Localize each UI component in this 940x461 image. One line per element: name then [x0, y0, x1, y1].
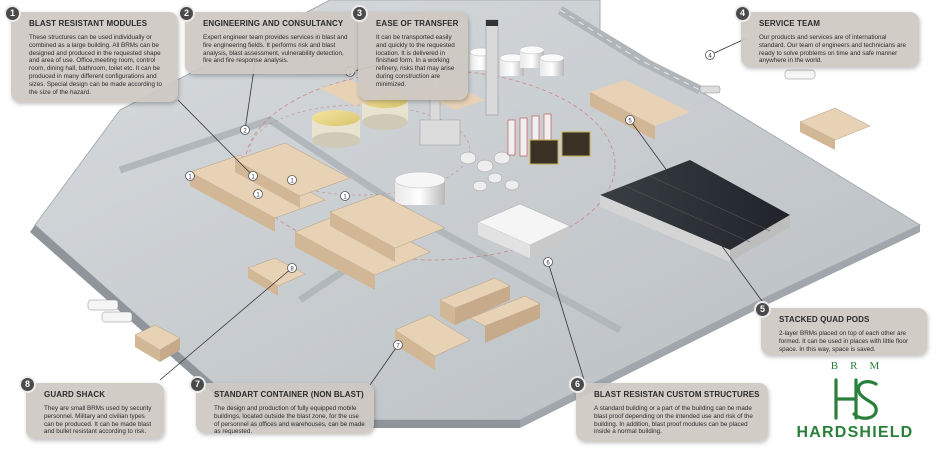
- scene-marker: [248, 171, 258, 181]
- callout-text: It can be transported easily and quickly…: [376, 34, 455, 88]
- callout-number: 3: [351, 5, 368, 22]
- guard-shack: [134, 324, 181, 362]
- callout-title: BLAST RESISTAN CUSTOM STRUCTURES: [594, 390, 760, 399]
- callout-number: 1: [4, 5, 21, 22]
- scene-marker: [393, 340, 403, 350]
- scene-marker-label: 1: [188, 174, 192, 180]
- scene-marker: [287, 175, 297, 185]
- callout-service-team: 4 SERVICE TEAM Our products and services…: [734, 5, 919, 67]
- callout-custom-structures: 6 BLAST RESISTAN CUSTOM STRUCTURES A sta…: [569, 376, 768, 441]
- logo-brm-text: BRM: [830, 360, 892, 372]
- tank-white-3: [519, 45, 545, 68]
- sphere-tanks: [459, 151, 520, 192]
- scene-marker-label: 5: [628, 118, 632, 124]
- scene-marker-label: 8: [290, 266, 294, 272]
- custom-structure: [477, 203, 571, 258]
- callout-title: SERVICE TEAM: [759, 19, 821, 28]
- scene-marker: [625, 115, 635, 125]
- scene-marker-label: 4: [708, 53, 712, 59]
- callout-number: 7: [189, 376, 206, 393]
- hardshield-logo: BRM HARDSHIELD: [780, 360, 930, 460]
- scene-marker-label: 1: [290, 178, 294, 184]
- scene-marker: [253, 189, 263, 199]
- callout-text: A standard building or a part of the bui…: [594, 405, 753, 436]
- module-group-3: [394, 277, 541, 370]
- callout-number: 4: [734, 5, 751, 22]
- scene-marker-label: 1: [343, 194, 347, 200]
- module-group-2: [294, 193, 446, 290]
- guard-shack-2: [247, 257, 306, 296]
- callout-title: GUARD SHACK: [44, 390, 106, 399]
- scene-marker: [287, 263, 297, 273]
- scene-marker-label: 2: [243, 128, 247, 134]
- scene-marker: [705, 50, 715, 60]
- callout-text: Our products and services are of interna…: [759, 34, 907, 65]
- stacked-pods: [799, 107, 871, 150]
- tank-yellow-large: [312, 110, 360, 148]
- callout-title: STANDART CONTAINER (NON BLAST): [214, 390, 364, 399]
- scene-marker: [185, 171, 195, 181]
- callout-number: 6: [569, 376, 586, 393]
- callout-engineering-consultancy: 2 ENGINEERING AND CONSULTANCY Expert eng…: [178, 5, 358, 74]
- warehouse: [600, 160, 790, 262]
- vehicles: [87, 69, 816, 323]
- scene-marker: [543, 257, 553, 267]
- callout-title: EASE OF TRANSFER: [376, 19, 459, 28]
- tank-white-4: [539, 53, 565, 76]
- callout-connectors: [159, 37, 771, 386]
- scene-marker-label: 6: [546, 260, 550, 266]
- callout-number: 5: [754, 301, 771, 318]
- logo-wordmark: HARDSHIELD: [796, 424, 914, 441]
- callout-blast-resistant-modules: 1 BLAST RESISTANT MODULES These structur…: [4, 5, 178, 102]
- callout-guard-shack: 8 GUARD SHACK They are small BRMs used b…: [19, 376, 164, 439]
- tank-white-1: [394, 171, 446, 205]
- callout-number: 2: [178, 5, 195, 22]
- scene-marker: [340, 191, 350, 201]
- callout-standart-container: 7 STANDART CONTAINER (NON BLAST) The des…: [189, 376, 374, 436]
- scene-marker: [240, 125, 250, 135]
- scene-marker-label: 1: [256, 192, 260, 198]
- callout-text: They are small BRMs used by security per…: [44, 405, 152, 436]
- callout-text: 2-layer BRMs placed on top of each other…: [779, 330, 909, 353]
- callout-ease-of-transfer: 3 EASE OF TRANSFER It can be transported…: [351, 5, 468, 100]
- tank-white-2: [499, 53, 525, 76]
- scene-marker-label: 1: [251, 174, 255, 180]
- callout-text: Expert engineer team provides services i…: [203, 34, 348, 65]
- callout-title: STACKED QUAD PODS: [779, 315, 870, 324]
- scene-marker-label: 7: [396, 343, 400, 349]
- callout-text: The design and production of fully equip…: [214, 405, 365, 436]
- callout-title: BLAST RESISTANT MODULES: [29, 19, 148, 28]
- callout-stacked-quad-pods: 5 STACKED QUAD PODS 2-layer BRMs placed …: [754, 301, 927, 355]
- callout-text: These structures can be used individuall…: [29, 34, 163, 96]
- callout-title: ENGINEERING AND CONSULTANCY: [203, 19, 344, 28]
- callout-number: 8: [19, 376, 36, 393]
- logo-hs-mark: [834, 378, 878, 420]
